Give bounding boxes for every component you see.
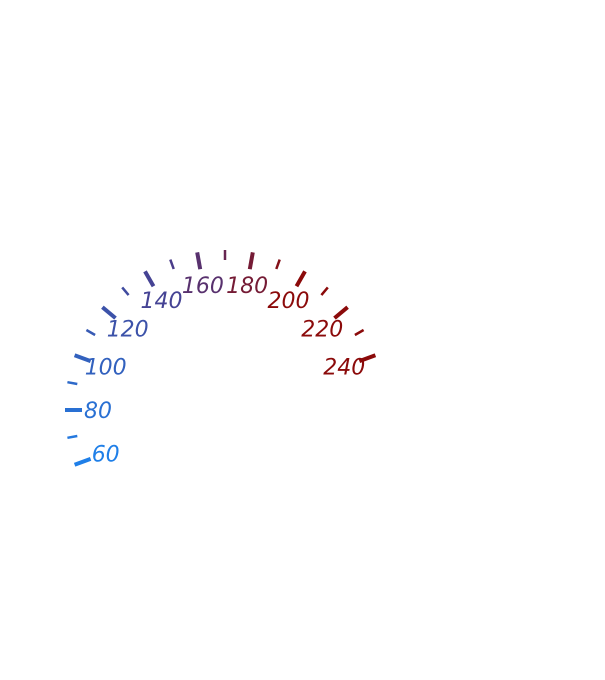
major-tick-200 bbox=[294, 270, 307, 288]
speed-label-160: 160 bbox=[182, 274, 224, 299]
speed-label-180: 180 bbox=[226, 274, 268, 299]
speed-label-220: 220 bbox=[301, 317, 343, 342]
major-tick-120 bbox=[101, 305, 117, 320]
major-tick-160 bbox=[195, 252, 203, 270]
minor-tick-230 bbox=[354, 328, 365, 337]
major-tick-100 bbox=[73, 353, 92, 363]
major-tick-180 bbox=[247, 252, 255, 270]
speed-label-120: 120 bbox=[107, 317, 149, 342]
minor-tick-90 bbox=[67, 380, 78, 386]
minor-tick-70 bbox=[67, 434, 78, 440]
speed-label-240: 240 bbox=[323, 356, 365, 381]
minor-tick-130 bbox=[121, 286, 130, 296]
major-tick-220 bbox=[333, 305, 349, 320]
minor-tick-150 bbox=[169, 259, 175, 270]
speed-label-60: 60 bbox=[92, 442, 120, 467]
speed-label-80: 80 bbox=[84, 399, 112, 424]
speed-label-200: 200 bbox=[268, 289, 310, 314]
gauge-ticks bbox=[65, 250, 377, 467]
minor-tick-210 bbox=[320, 286, 329, 296]
major-tick-240 bbox=[358, 353, 377, 363]
minor-tick-190 bbox=[275, 259, 281, 270]
speed-label-140: 140 bbox=[141, 289, 183, 314]
speed-label-100: 100 bbox=[85, 356, 127, 381]
gauge-labels: 60 80 100 120 140 160 180 200 220 240 bbox=[84, 274, 365, 468]
major-tick-60 bbox=[73, 457, 92, 467]
minor-tick-110 bbox=[85, 328, 96, 337]
major-tick-140 bbox=[143, 270, 156, 288]
